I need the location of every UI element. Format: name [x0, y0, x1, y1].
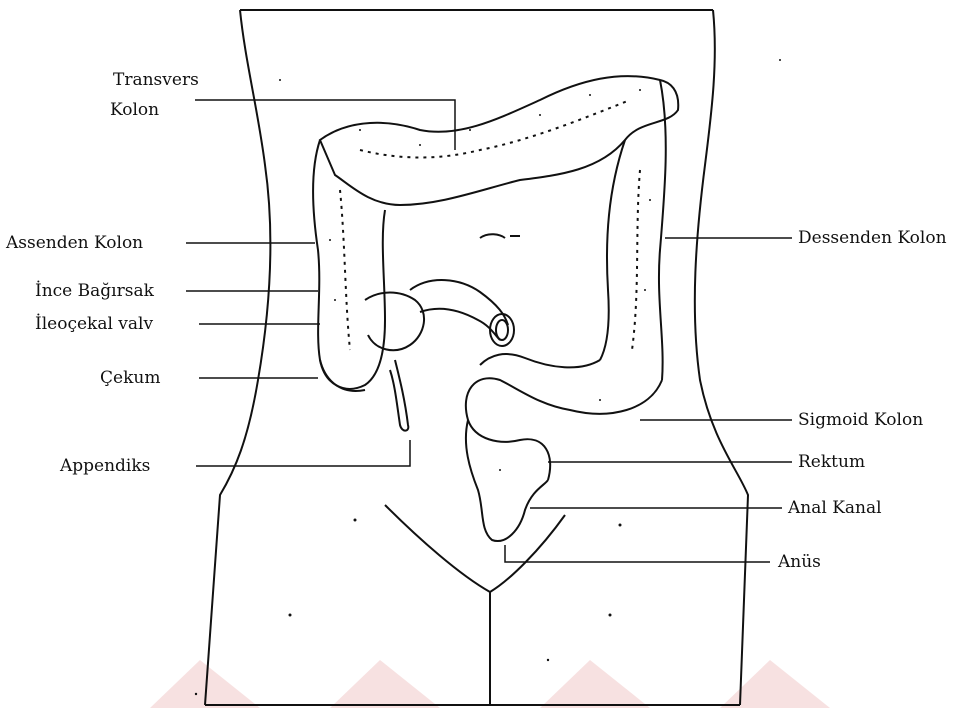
label-dessenden-kolon: Dessenden Kolon [798, 228, 947, 248]
colon [313, 76, 678, 541]
label-ince-bagirsak: İnce Bağırsak [35, 281, 154, 301]
label-ileocekal-valv: İleoçekal valv [35, 314, 153, 334]
leader-lines [186, 100, 792, 562]
label-appendiks: Appendiks [60, 456, 150, 476]
label-transvers-kolon-line1: Transvers [113, 70, 199, 90]
label-sigmoid-kolon: Sigmoid Kolon [798, 410, 923, 430]
label-anus: Anüs [778, 552, 821, 572]
label-anal-kanal: Anal Kanal [788, 498, 882, 518]
label-assenden-kolon: Assenden Kolon [6, 233, 143, 253]
label-rektum: Rektum [798, 452, 865, 472]
torso-outline [205, 10, 748, 705]
label-transvers-kolon-line2: Kolon [110, 100, 159, 120]
label-cekum: Çekum [100, 368, 160, 388]
